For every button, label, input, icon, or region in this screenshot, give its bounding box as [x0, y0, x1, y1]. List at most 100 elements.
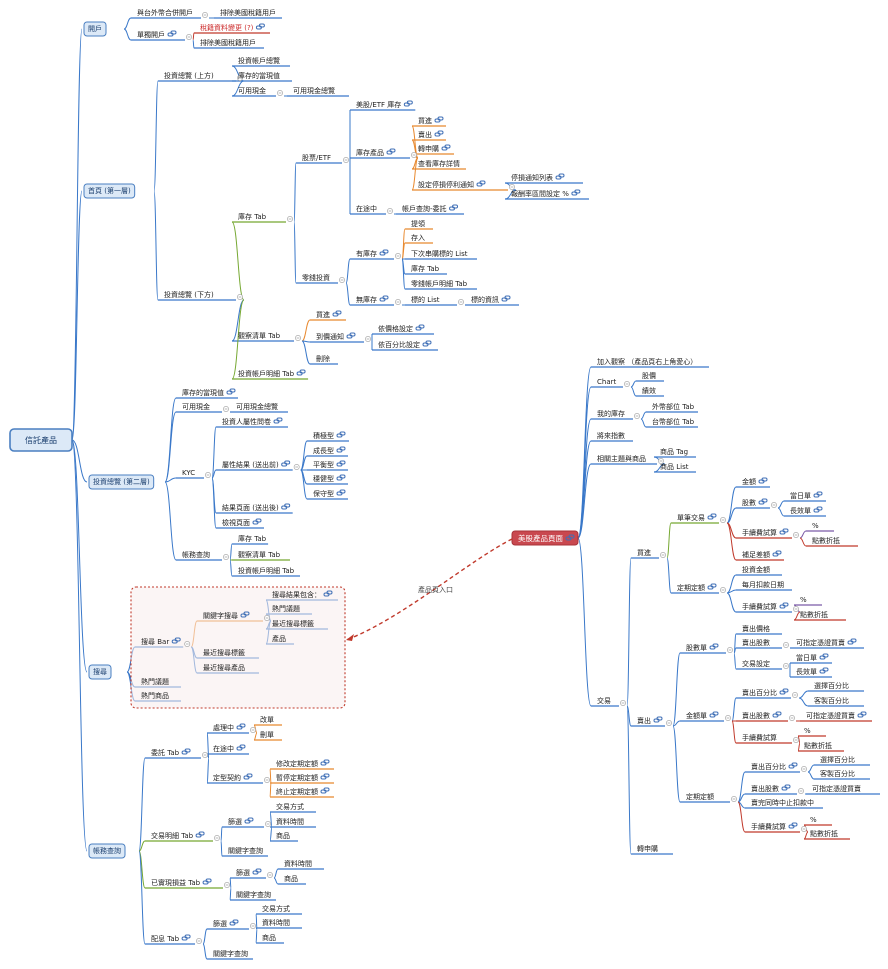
collapse-icon[interactable] [725, 715, 731, 721]
topic-r-1[interactable]: 首頁 (第一層) [83, 183, 136, 199]
topic-r-1-1-0-0-1[interactable]: 庫存產品 [356, 148, 417, 158]
link-icon[interactable] [346, 332, 356, 339]
topic-r-2-2-2[interactable]: 結果頁面 (送出後) [222, 503, 291, 512]
link-icon[interactable] [323, 590, 333, 597]
topic-r-4-0-2[interactable]: 定型契約 [213, 773, 270, 783]
topic-r-1-1-1[interactable]: 觀察清單 Tab [238, 331, 301, 341]
collapse-icon[interactable] [509, 184, 515, 190]
topic-u-5-1-0[interactable]: 股數單 [686, 643, 733, 653]
link-icon[interactable] [386, 148, 396, 155]
topic-u-4-0[interactable]: 商品 Tag [660, 447, 688, 456]
topic-u-5-1-2-3-1[interactable]: 點數折抵 [810, 829, 838, 838]
topic-r-2-1-0[interactable]: 可用現金總覽 [236, 402, 278, 411]
topic-r-2-3-2[interactable]: 投資帳戶明細 Tab [238, 566, 295, 575]
link-icon[interactable] [202, 878, 212, 885]
link-icon[interactable] [653, 716, 663, 723]
topic-r-4-0[interactable]: 委託 Tab [151, 748, 208, 758]
topic-r-3-0-2[interactable]: 最近搜尋產品 [203, 663, 245, 672]
collapse-icon[interactable] [720, 517, 726, 523]
link-icon[interactable] [449, 204, 459, 211]
topic-r-2-2-3[interactable]: 檢視頁面 [222, 518, 262, 527]
topic-r-3-0-0-2[interactable]: 最近搜尋標籤 [272, 619, 314, 628]
topic-u-5-0-0[interactable]: 單筆交易 [677, 513, 726, 523]
link-icon[interactable] [758, 477, 768, 484]
topic-u-5-1-2[interactable]: 定期定額 [686, 792, 737, 802]
link-icon[interactable] [501, 295, 511, 302]
topic-u-5-1-0-1[interactable]: 賣出股數 [742, 638, 789, 648]
topic-u-5-1-0-1-0[interactable]: 可指定憑證買賣 [796, 638, 857, 647]
topic-r-1-1-0-0-2[interactable]: 在途中 [356, 204, 393, 214]
collapse-icon[interactable] [793, 532, 799, 538]
topic-r-4-0-0-0[interactable]: 改單 [260, 715, 274, 724]
topic-r-1-0-1[interactable]: 庫存的當現值 [238, 71, 280, 80]
topic-r-4-1-0-0[interactable]: 交易方式 [276, 802, 304, 811]
topic-u-5-1-1-0-1[interactable]: 客製百分比 [814, 696, 849, 705]
topic-r-2-3-0[interactable]: 庫存 Tab [238, 534, 267, 543]
link-icon[interactable] [788, 822, 798, 829]
topic-r-1-1-0-0-1-4-0[interactable]: 停損通知列表 [511, 173, 565, 182]
topic-u-5-0-1-2-1[interactable]: 點數折抵 [800, 610, 828, 619]
topic-r-4-0-0[interactable]: 處理中 [213, 723, 256, 733]
topic-r-4-2-0-1[interactable]: 商品 [284, 874, 298, 883]
topic-r-4-1-0-1[interactable]: 資料時間 [276, 817, 304, 826]
collapse-icon[interactable] [184, 641, 191, 647]
topic-r-3-0-0[interactable]: 關鍵字搜尋 [203, 611, 270, 621]
link-icon[interactable] [332, 310, 342, 317]
topic-r-2-2[interactable]: KYC [182, 469, 211, 478]
topic-r-1-1-0-1[interactable]: 零錢投資 [302, 273, 345, 283]
topic-u-5-1-0-2-0[interactable]: 當日單 [796, 653, 829, 662]
topic-u-5-0-0-1[interactable]: 股數 [742, 498, 777, 508]
collapse-icon[interactable] [792, 692, 798, 698]
collapse-icon[interactable] [214, 835, 220, 841]
collapse-icon[interactable] [395, 253, 401, 259]
topic-u-5-0-0-2-1[interactable]: 點數折抵 [812, 536, 840, 545]
collapse-icon[interactable] [205, 472, 211, 478]
topic-r-2-0[interactable]: 庫存的當現值 [182, 388, 236, 397]
topic-r-1-0[interactable]: 投資總覽 (上方) [164, 71, 243, 81]
topic-r-2-2-1-0[interactable]: 積極型 [313, 431, 346, 440]
topic-u-5-1-1-0[interactable]: 賣出百分比 [742, 688, 798, 698]
topic-r-4-1[interactable]: 交易明細 Tab [151, 831, 220, 841]
topic-r-1-1-0-0-0[interactable]: 美股/ETF 庫存 [356, 100, 413, 109]
us-product-topic[interactable]: 美股產品頁面 [511, 530, 579, 546]
link-icon[interactable] [857, 711, 867, 718]
topic-u-5-1-1-1-0[interactable]: 可指定憑證買賣 [806, 711, 867, 720]
collapse-icon[interactable] [395, 299, 401, 305]
topic-r-0-1[interactable]: 單獨開戶 [137, 30, 192, 40]
topic-u-5-0[interactable]: 買進 [637, 548, 666, 558]
collapse-icon[interactable] [223, 554, 229, 560]
topic-u-1[interactable]: Chart [597, 378, 630, 387]
collapse-icon[interactable] [798, 788, 804, 794]
link-icon[interactable] [819, 667, 829, 674]
topic-r-1-0-0[interactable]: 投資帳戶總覽 [238, 56, 280, 65]
link-icon[interactable] [320, 787, 330, 794]
topic-r-0[interactable]: 開戶 [83, 21, 107, 37]
topic-r-3-2[interactable]: 熱門商品 [141, 691, 169, 700]
topic-r-4-0-2-1[interactable]: 暫停定期定額 [276, 773, 330, 782]
topic-r-2[interactable]: 投資總覽 (第二層) [88, 474, 155, 490]
link-icon[interactable] [255, 23, 265, 30]
topic-u-5-0-1-2-0[interactable]: % [800, 596, 807, 604]
topic-r-1-1-0-0-1-3[interactable]: 查看庫存詳情 [418, 159, 460, 168]
collapse-icon[interactable] [771, 502, 777, 508]
collapse-icon[interactable] [343, 157, 349, 163]
topic-r-2-2-1-2[interactable]: 平衡型 [313, 460, 346, 469]
link-icon[interactable] [181, 934, 191, 941]
collapse-icon[interactable] [237, 75, 243, 81]
topic-u-4-1[interactable]: 商品 List [660, 462, 689, 471]
topic-r-3-0-0-1[interactable]: 熱門議題 [272, 604, 300, 613]
topic-u-5-1-2-0-0[interactable]: 選擇百分比 [820, 755, 855, 764]
topic-r-1-1-0-0-1-0[interactable]: 買進 [418, 116, 444, 125]
topic-u-3[interactable]: 將來指數 [597, 431, 625, 440]
topic-r-1-0-2[interactable]: 可用現金 [238, 86, 283, 96]
collapse-icon[interactable] [634, 413, 640, 419]
link-icon[interactable] [336, 460, 346, 467]
topic-u-5-1-0-2-1[interactable]: 長效單 [796, 667, 829, 676]
topic-r-4-2[interactable]: 已實現損益 Tab [151, 878, 230, 888]
topic-u-5-2[interactable]: 轉申購 [637, 844, 658, 853]
link-icon[interactable] [244, 817, 254, 824]
topic-r-1-1-0-1-0-3[interactable]: 庫存 Tab [411, 264, 440, 273]
topic-u-5-1-2-0-1[interactable]: 客製百分比 [820, 769, 855, 778]
link-icon[interactable] [772, 711, 782, 718]
collapse-icon[interactable] [295, 335, 301, 341]
